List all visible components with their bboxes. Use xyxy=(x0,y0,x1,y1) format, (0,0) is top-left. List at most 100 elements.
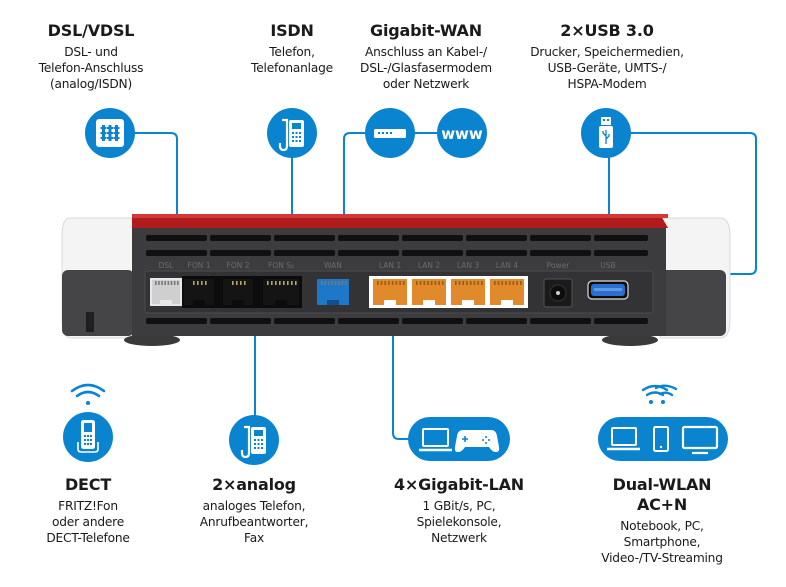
feature-label-usb: 2×USB 3.0 Drucker, Speichermedien, USB-G… xyxy=(530,21,684,92)
feature-title: 2×analog xyxy=(212,475,296,494)
port-label: DSL xyxy=(159,261,175,270)
vent-slot xyxy=(402,318,463,324)
vent-slot xyxy=(274,250,335,256)
router-foot-right xyxy=(602,334,658,346)
feature-desc-line: HSPA-Modem xyxy=(567,77,647,91)
feature-title: Dual-WLAN AC+N xyxy=(612,475,712,514)
feature-desc-line: Telefonanlage xyxy=(251,61,333,75)
port-power xyxy=(543,278,573,308)
port-lan-3 xyxy=(451,279,485,305)
www-icon-badge: www xyxy=(437,108,487,158)
vent-slot xyxy=(594,235,648,241)
wlan-icon-group xyxy=(598,384,728,461)
feature-desc-line: Telefon-Anschluss xyxy=(38,61,144,75)
feature-title: 4×Gigabit-LAN xyxy=(393,475,525,494)
vent-slot xyxy=(146,250,207,256)
port-label: FON S₀ xyxy=(268,261,294,270)
modem-icon-badge xyxy=(365,108,415,158)
feature-desc-line: Video-/TV-Streaming xyxy=(601,551,723,565)
vent-slot xyxy=(530,250,591,256)
feature-desc-line: USB-Geräte, UMTS-/ xyxy=(547,61,667,75)
feature-desc-line: FRITZ!Fon xyxy=(58,499,118,513)
vent-slot xyxy=(146,235,207,241)
port-label: WAN xyxy=(324,261,342,270)
port-lan-1 xyxy=(373,279,407,305)
analog-icon-badge xyxy=(229,415,279,465)
port-label: LAN 2 xyxy=(418,261,440,270)
router-red-highlight xyxy=(132,214,668,218)
vent-slot xyxy=(594,318,648,324)
feature-desc-line: 1 GBit/s, PC, xyxy=(422,499,496,513)
feature-label-dsl: DSL/VDSL DSL- und Telefon-Anschluss (ana… xyxy=(39,21,144,92)
www-icon: www xyxy=(441,125,483,143)
vent-slot xyxy=(530,318,591,324)
port-label: LAN 1 xyxy=(379,261,401,270)
desk-phone-icon xyxy=(240,425,266,459)
monitor-icon xyxy=(681,425,719,455)
feature-label-isdn: ISDN Telefon, Telefonanlage xyxy=(251,21,333,76)
vent-slot xyxy=(274,235,335,241)
feature-label-dect: DECT FRITZ!Fon oder andere DECT-Telefone xyxy=(46,475,130,546)
vent-slot xyxy=(402,250,463,256)
usb-icon-badge xyxy=(581,108,631,158)
port-usb xyxy=(587,280,629,300)
vent-slot xyxy=(594,250,648,256)
feature-label-lan: 4×Gigabit-LAN 1 GBit/s, PC, Spielekonsol… xyxy=(394,475,524,546)
feature-label-wlan: Dual-WLAN AC+N Notebook, PC, Smartphone,… xyxy=(600,475,724,566)
cordless-phone-icon xyxy=(77,420,99,453)
router-foot-left xyxy=(124,334,180,346)
router-left-cap-dark xyxy=(62,270,134,336)
modem-icon xyxy=(374,129,406,138)
router-cable-slot xyxy=(86,312,94,332)
feature-desc-line: DECT-Telefone xyxy=(46,531,130,545)
port-label: LAN 4 xyxy=(496,261,518,270)
connector-dsl xyxy=(114,132,178,268)
feature-desc-line: DSL-/Glasfasermodem xyxy=(360,61,492,75)
dual-wifi-signal-icon xyxy=(641,384,678,404)
port-label: LAN 3 xyxy=(457,261,479,270)
feature-title: DSL/VDSL xyxy=(47,21,135,40)
vent-slot xyxy=(338,235,399,241)
vent-slot xyxy=(466,235,527,241)
laptop-icon xyxy=(419,428,452,452)
feature-label-analog: 2×analog analoges Telefon, Anrufbeantwor… xyxy=(200,475,309,546)
dect-icon-group xyxy=(63,383,113,462)
port-fon-1 xyxy=(184,279,214,305)
vent-slot xyxy=(530,235,591,241)
usb-stick-icon xyxy=(599,117,613,148)
wifi-signal-icon xyxy=(70,383,106,405)
feature-title: ISDN xyxy=(270,21,314,40)
vent-slots xyxy=(146,235,648,324)
feature-desc-line: (analog/ISDN) xyxy=(49,77,133,91)
lan-icon-badge xyxy=(408,417,510,461)
vent-slot xyxy=(274,318,335,324)
desk-phone-icon xyxy=(278,118,304,152)
port-lan-4 xyxy=(490,279,524,305)
vent-slot xyxy=(210,318,271,324)
feature-desc-line: Fax xyxy=(244,531,264,545)
connector-usb-side xyxy=(624,132,757,275)
laptop-icon xyxy=(607,427,640,451)
feature-desc-line: Netzwerk xyxy=(431,531,487,545)
port-dsl xyxy=(150,278,182,306)
feature-desc-line: Drucker, Speichermedien, xyxy=(530,45,684,59)
gamepad-icon xyxy=(454,430,500,452)
vent-slot xyxy=(466,318,527,324)
feature-title: 2×USB 3.0 xyxy=(560,21,654,40)
feature-desc-line: oder andere xyxy=(51,515,125,529)
vent-slot xyxy=(146,318,207,324)
feature-title: Gigabit-WAN xyxy=(370,21,482,40)
feature-desc-line: Anschluss an Kabel-/ xyxy=(365,45,487,59)
vent-slot xyxy=(210,250,271,256)
smartphone-icon xyxy=(653,426,669,452)
feature-desc-line: Notebook, PC, xyxy=(620,519,704,533)
port-label: USB xyxy=(600,261,615,270)
router-right-cap-dark xyxy=(660,270,726,336)
connector-wan xyxy=(343,132,374,268)
ports xyxy=(150,276,629,308)
feature-desc-line: Smartphone, xyxy=(623,535,701,549)
vent-slot xyxy=(402,235,463,241)
